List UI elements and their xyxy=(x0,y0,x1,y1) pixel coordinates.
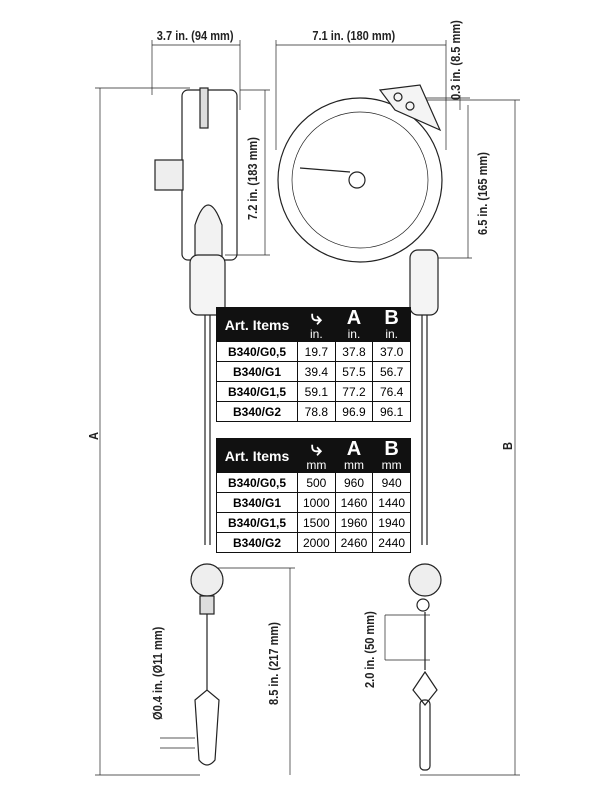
front-view-housing xyxy=(277,84,443,771)
dim-label-b: B xyxy=(500,442,515,450)
dim-label-a: A xyxy=(86,432,101,440)
dim-height-side: 7.2 in. (183 mm) xyxy=(245,137,260,220)
header-stroke: ⤷mm xyxy=(297,438,336,473)
dim-height-front: 6.5 in. (165 mm) xyxy=(475,152,490,235)
dimension-lines xyxy=(95,40,520,776)
cable-stroke-icon: ⤷ xyxy=(310,307,322,329)
dim-eye-length: 2.0 in. (50 mm) xyxy=(362,611,377,688)
header-stroke: ⤷in. xyxy=(297,307,336,342)
header-items: Art. Items xyxy=(216,307,298,342)
dim-offset-top: 0.3 in. (8.5 mm) xyxy=(448,20,463,100)
header-items: Art. Items xyxy=(216,438,298,473)
dim-hook-length: 8.5 in. (217 mm) xyxy=(266,622,281,705)
dim-cable-diameter: Ø0.4 in. (Ø11 mm) xyxy=(150,626,165,720)
dim-width-front: 7.1 in. (180 mm) xyxy=(312,28,396,43)
dim-width-side: 3.7 in. (94 mm) xyxy=(156,28,234,43)
side-view-housing xyxy=(154,87,238,766)
cable-stroke-icon: ⤷ xyxy=(310,438,322,460)
